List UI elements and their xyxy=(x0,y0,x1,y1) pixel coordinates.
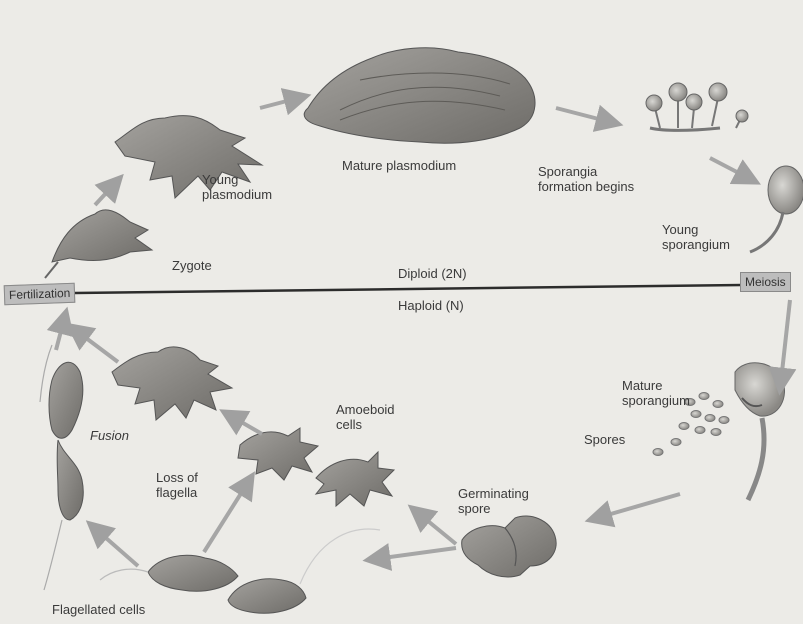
label-young-plasmodium: Young plasmodium xyxy=(202,172,272,202)
label-mature-plasmodium: Mature plasmodium xyxy=(342,158,456,173)
label-sporangia-formation: Sporangia formation begins xyxy=(538,164,634,194)
label-meiosis: Meiosis xyxy=(740,272,791,292)
label-loss-of-flagella: Loss of flagella xyxy=(156,470,198,500)
label-line: spore xyxy=(458,501,529,516)
label-line: Sporangia xyxy=(538,164,634,179)
label-line: sporangium xyxy=(662,237,730,252)
label-line: Germinating xyxy=(458,486,529,501)
label-line: sporangium xyxy=(622,393,690,408)
label-line: cells xyxy=(336,417,395,432)
label-line: Mature xyxy=(622,378,690,393)
label-line: flagella xyxy=(156,485,198,500)
label-fertilization: Fertilization xyxy=(4,283,76,305)
label-line: Young xyxy=(662,222,730,237)
label-spores: Spores xyxy=(584,432,625,447)
label-fusion: Fusion xyxy=(90,428,129,443)
label-line: formation begins xyxy=(538,179,634,194)
label-amoeboid-cells: Amoeboid cells xyxy=(336,402,395,432)
label-line: Young xyxy=(202,172,272,187)
label-mature-sporangium: Mature sporangium xyxy=(622,378,690,408)
label-line: Amoeboid xyxy=(336,402,395,417)
label-haploid: Haploid (N) xyxy=(398,298,464,313)
label-diploid: Diploid (2N) xyxy=(398,266,467,281)
label-line: Loss of xyxy=(156,470,198,485)
label-germinating-spore: Germinating spore xyxy=(458,486,529,516)
label-young-sporangium: Young sporangium xyxy=(662,222,730,252)
label-zygote: Zygote xyxy=(172,258,212,273)
label-flagellated-cells: Flagellated cells xyxy=(52,602,145,617)
label-line: plasmodium xyxy=(202,187,272,202)
